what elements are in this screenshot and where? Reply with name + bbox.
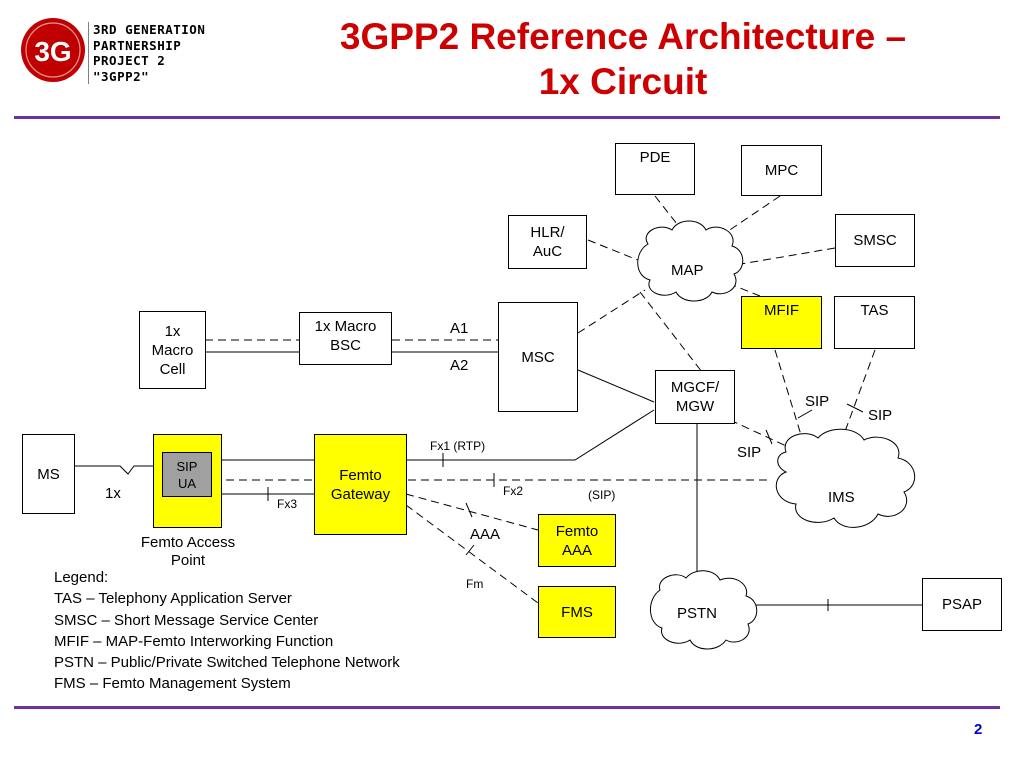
legend-item: MFIF – MAP-Femto Interworking Function xyxy=(54,632,334,650)
aaa-label: AAA xyxy=(470,526,501,543)
psap-box: PSAP xyxy=(922,578,1002,631)
ims-cloud-icon xyxy=(775,428,915,528)
femto-aaa-box: Femto AAA xyxy=(538,514,616,567)
femto-access-point-label: Femto Access Point xyxy=(140,534,236,569)
slide-title: 3GPP2 Reference Architecture – 1x Circui… xyxy=(339,16,907,102)
fm-label: Fm xyxy=(466,577,484,591)
legend-item: TAS – Telephony Application Server xyxy=(54,590,292,608)
tick-mfif-ims xyxy=(797,409,813,419)
tick-aaa xyxy=(465,502,473,518)
fx1-label: Fx1 (RTP) xyxy=(430,439,486,453)
fms-box: FMS xyxy=(538,586,616,638)
logo-badge-text: 3G xyxy=(34,36,71,67)
legend-item: PSTN – Public/Private Switched Telephone… xyxy=(54,654,400,672)
map-cloud-icon xyxy=(637,220,744,302)
bottom-rule xyxy=(14,706,1000,709)
link-gw-aaa xyxy=(405,493,539,531)
sip-ua-box: SIP UA xyxy=(162,452,212,497)
top-rule xyxy=(14,116,1000,119)
legend-heading: Legend: xyxy=(54,569,109,586)
macro-cell-box: 1x Macro Cell xyxy=(139,311,206,389)
1x-label: 1x xyxy=(105,485,121,502)
mgcf-mgw-box: MGCF/ MGW xyxy=(655,370,735,424)
map-cloud-label: MAP xyxy=(671,262,704,279)
link-mgcf-ims xyxy=(729,419,796,451)
legend-item: SMSC – Short Message Service Center xyxy=(54,611,319,629)
link-ms-femto xyxy=(74,465,153,475)
legend: Legend: TAS – Telephony Application Serv… xyxy=(54,567,400,695)
fx2-label: Fx2 xyxy=(503,484,524,498)
msc-box: MSC xyxy=(498,302,578,412)
a1-label: A1 xyxy=(450,320,469,337)
logo-line: 3RD GENERATION xyxy=(93,22,206,37)
fx3-label: Fx3 xyxy=(277,497,298,511)
mfif-box: MFIF xyxy=(741,296,822,349)
tas-box: TAS xyxy=(834,296,915,349)
logo-separator xyxy=(88,22,89,84)
sip-mgcf-label: SIP xyxy=(737,444,762,461)
femto-gateway-box: Femto Gateway xyxy=(314,434,407,535)
3g-badge-icon: 3G xyxy=(21,18,85,82)
mpc-box: MPC xyxy=(741,145,822,196)
page-number: 2 xyxy=(974,721,983,738)
sip-femto-label: (SIP) xyxy=(588,488,616,502)
link-mgcf-map xyxy=(639,291,703,373)
3gpp2-logo: 3G 3RD GENERATION PARTNERSHIP PROJECT 2 … xyxy=(20,16,250,88)
smsc-box: SMSC xyxy=(835,214,915,267)
link-gw-fms xyxy=(405,504,539,604)
tick-mgcf-ims xyxy=(765,429,773,445)
link-mfif-ims xyxy=(774,349,806,449)
macro-bsc-box: 1x Macro BSC xyxy=(299,312,392,365)
tick-tas-ims xyxy=(846,403,864,413)
pde-box: PDE xyxy=(615,143,695,195)
pstn-cloud-icon xyxy=(650,570,758,650)
a2-label: A2 xyxy=(450,357,469,374)
ms-box: MS xyxy=(22,434,75,514)
tick-fm xyxy=(465,544,475,556)
sip-mfif-label: SIP xyxy=(805,393,830,410)
legend-item: FMS – Femto Management System xyxy=(54,675,291,693)
hlr-auc-box: HLR/ AuC xyxy=(508,215,587,269)
logo-line: PARTNERSHIP xyxy=(93,37,182,53)
link-msc-mgcf xyxy=(577,369,655,403)
ims-cloud-label: IMS xyxy=(828,489,855,506)
logo-line: "3GPP2" xyxy=(93,68,150,84)
logo-line: PROJECT 2 xyxy=(93,53,166,68)
logo-wordmark: 3RD GENERATION PARTNERSHIP PROJECT 2 "3G… xyxy=(93,22,205,84)
pstn-cloud-label: PSTN xyxy=(677,605,718,622)
link-msc-map xyxy=(577,289,646,334)
link-smsc-map xyxy=(734,247,836,266)
sip-tas-label: SIP xyxy=(868,407,893,424)
